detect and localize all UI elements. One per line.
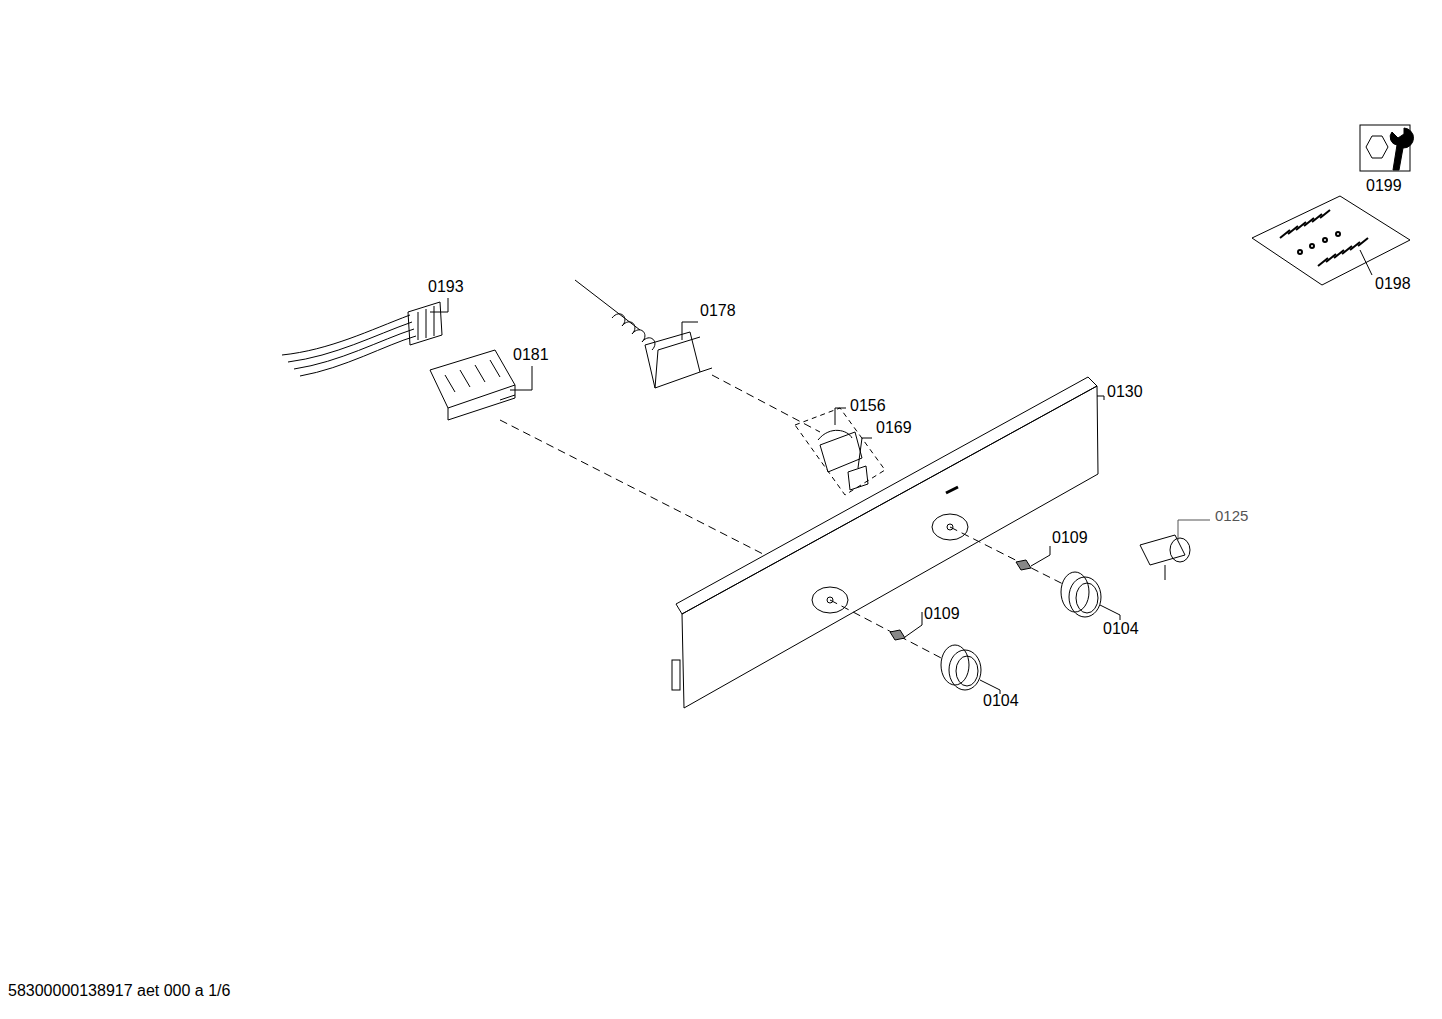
leader-line	[430, 298, 448, 312]
assembly-axis	[500, 375, 1065, 660]
leader-line	[682, 322, 698, 340]
bracket	[1140, 535, 1190, 580]
callout-number: 0156	[850, 397, 886, 415]
leader-line	[1100, 605, 1120, 620]
control-panel	[672, 377, 1098, 708]
leader-line	[905, 612, 922, 637]
leader-line	[1031, 546, 1050, 566]
screws	[1280, 210, 1368, 266]
leader-line	[1097, 396, 1104, 400]
leader-line	[858, 438, 872, 468]
clip	[890, 630, 905, 640]
leader-line	[510, 366, 532, 390]
callout-number: 0125	[1215, 507, 1248, 525]
leader-line	[980, 680, 1000, 694]
callout-number: 0193	[428, 278, 464, 296]
selector-switch	[430, 350, 515, 420]
leader-line	[1178, 520, 1210, 540]
callout-number: 0199	[1366, 177, 1402, 195]
screw-bag	[1252, 196, 1410, 285]
wire-harness	[282, 302, 442, 376]
callout-number: 0109	[1052, 529, 1088, 547]
lamp-holder	[818, 430, 868, 490]
callout-number: 0198	[1375, 275, 1411, 293]
callout-number: 0109	[924, 605, 960, 623]
callout-number: 0181	[513, 346, 549, 364]
thermostat	[575, 280, 712, 388]
callout-number: 0104	[983, 692, 1019, 710]
nut-symbol	[1366, 136, 1388, 158]
callout-number: 0178	[700, 302, 736, 320]
callout-number: 0169	[876, 419, 912, 437]
leader-line	[835, 408, 846, 425]
knob	[941, 645, 981, 690]
knob	[1061, 572, 1101, 617]
callout-number: 0104	[1103, 620, 1139, 638]
callout-number: 0130	[1107, 383, 1143, 401]
leader-line	[1360, 250, 1372, 275]
wrench-symbol	[1390, 128, 1413, 170]
clip	[1016, 560, 1031, 570]
lamp-group-outline	[795, 408, 885, 495]
document-id: 58300000138917 aet 000 a 1/6	[8, 982, 230, 1000]
